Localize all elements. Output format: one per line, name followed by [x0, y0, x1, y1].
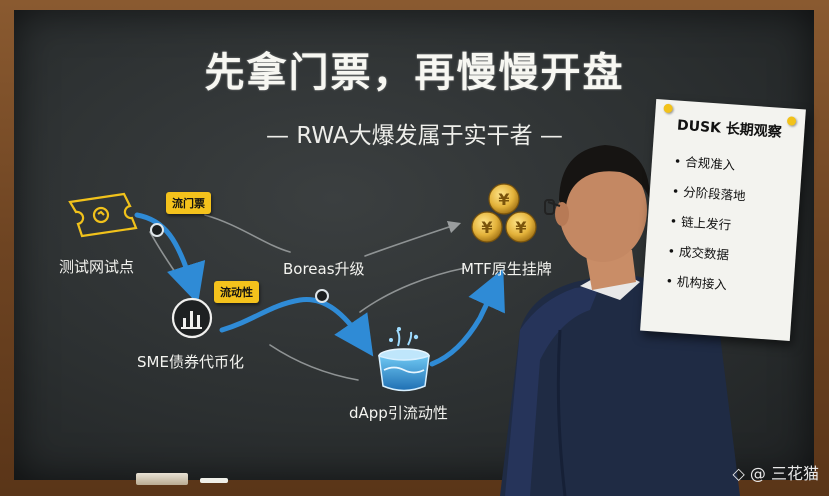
note-item-text: 分阶段落地 — [682, 184, 747, 204]
pushpin-icon — [663, 103, 673, 114]
headline-title: 先拿门票，再慢慢开盘 — [204, 50, 625, 96]
note-item: • 机构接入 — [665, 273, 728, 293]
svg-text:¥: ¥ — [515, 218, 526, 237]
bar-chart-icon — [171, 297, 213, 339]
note-item: • 分阶段落地 — [671, 183, 747, 204]
watermark: ◇ @ 三花猫 — [732, 464, 819, 483]
node-label-sme: SME债券代币化 — [137, 353, 244, 371]
node-label-testnet: 测试网试点 — [59, 258, 135, 276]
chalk-stick — [200, 478, 228, 483]
tag-liquidity: 流动性 — [214, 281, 259, 303]
blue-flow-arrows — [134, 212, 505, 367]
note-item: • 链上发行 — [669, 213, 732, 233]
tag-ticket-flow: 流门票 — [166, 192, 211, 214]
note-item-text: 机构接入 — [676, 273, 728, 293]
note-item-text: 链上发行 — [680, 214, 732, 233]
waypoint-dot-2 — [315, 289, 329, 303]
note-item-text: 合规准入 — [684, 154, 736, 173]
note-item: • 成交数据 — [667, 243, 730, 263]
svg-text:¥: ¥ — [498, 190, 509, 209]
sticky-note: DUSK 长期观察 • 合规准入 • 分阶段落地 • 链上发行 • 成交数据 •… — [640, 99, 806, 341]
yen-coins-icon: ¥ ¥ ¥ — [471, 183, 537, 243]
water-bucket-icon — [378, 327, 430, 392]
node-label-mtf: MTF原生挂牌 — [461, 260, 552, 278]
node-label-boreas: Boreas升级 — [283, 260, 365, 278]
headline-subtitle: — RWA大爆发属于实干者 — — [266, 123, 563, 149]
node-label-dapp: dApp引流动性 — [349, 404, 448, 422]
note-item: • 合规准入 — [673, 153, 736, 173]
note-title: DUSK 长期观察 — [676, 117, 783, 141]
ticket-icon — [68, 192, 138, 238]
waypoint-dot-1 — [150, 223, 164, 237]
grey-chalk-arrows — [149, 214, 466, 381]
svg-text:¥: ¥ — [481, 218, 492, 237]
note-item-text: 成交数据 — [678, 244, 730, 263]
chalk-eraser — [136, 473, 188, 485]
